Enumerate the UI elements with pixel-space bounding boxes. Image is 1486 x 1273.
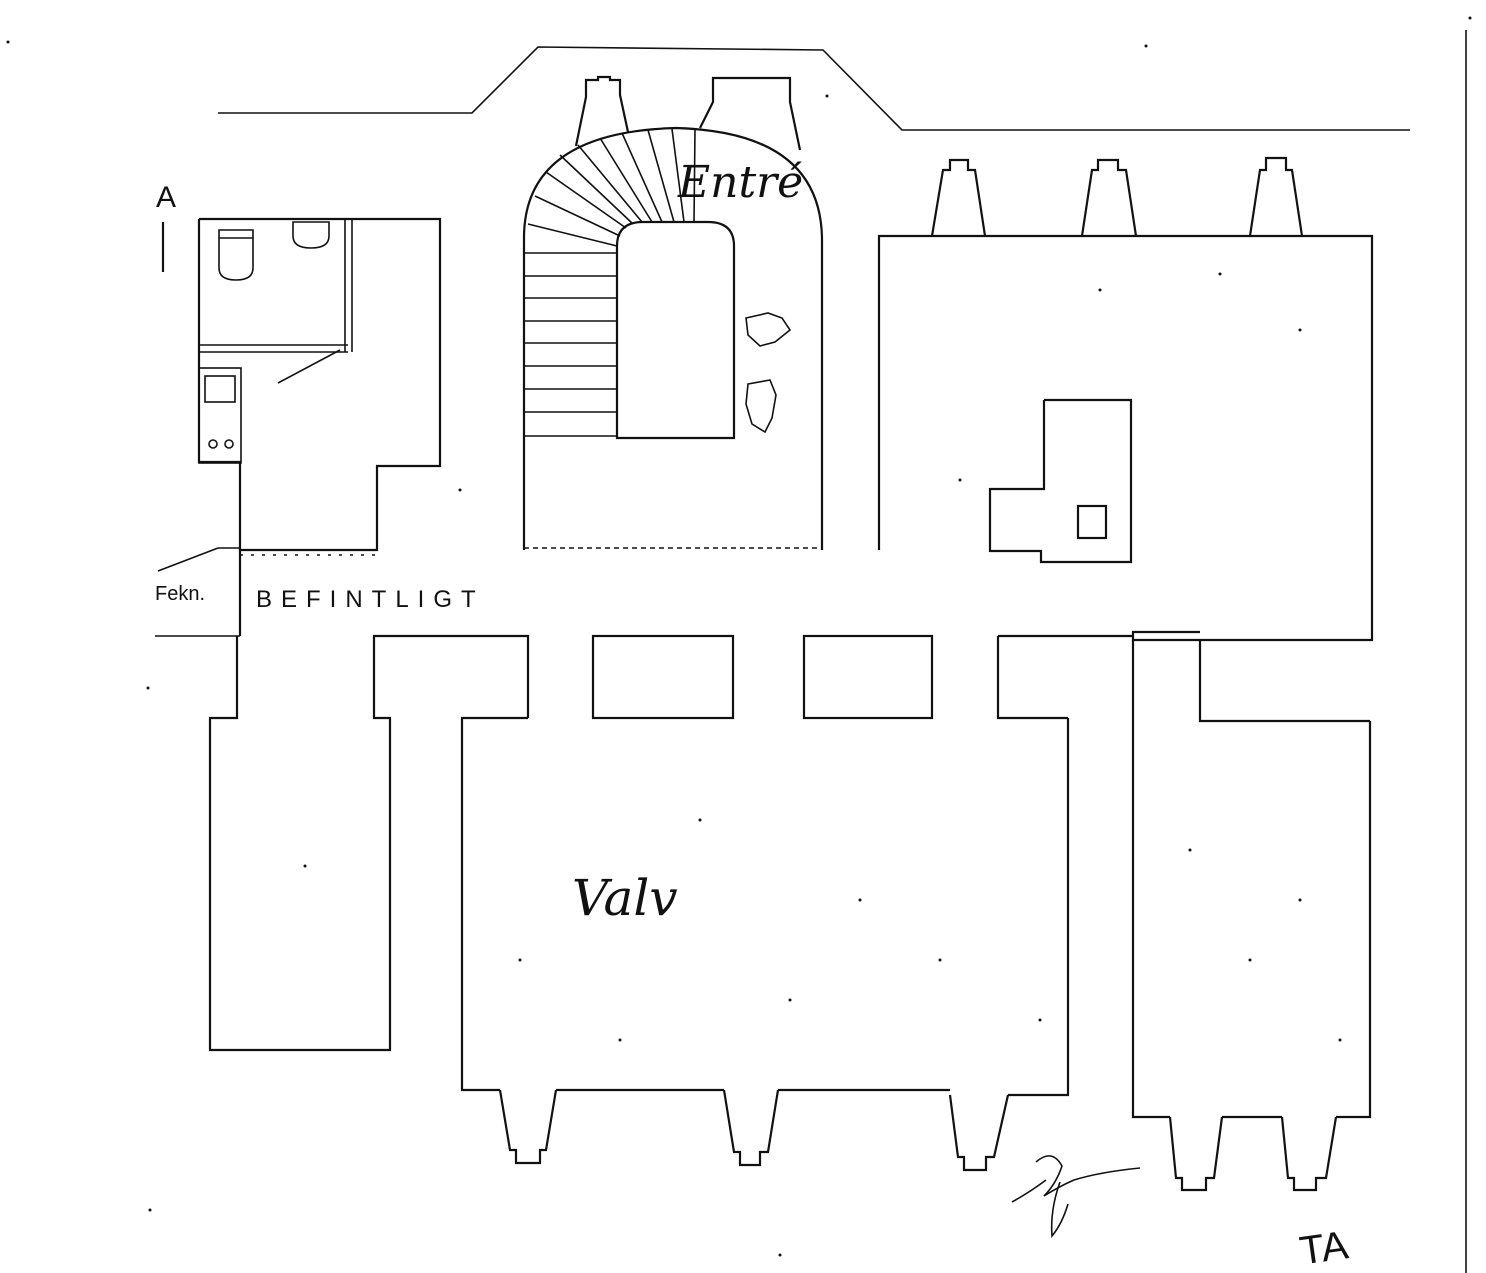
existing-label: BEFINTLIGT [256,586,485,613]
stove-icon [198,367,242,464]
vault-room [460,716,1070,1172]
street-outline [218,46,1410,131]
scan-specks [6,16,1472,1257]
stair-treads [524,128,696,437]
signature-scribble [1011,1155,1141,1239]
left-lower-block [208,634,530,1052]
right-upper-block [877,156,1374,642]
section-marker-label: A [156,181,176,214]
stairwell [522,75,824,550]
toilet-icon [218,229,254,281]
drawing-abbrev-label: Fekn. [155,583,205,605]
initials-mark: TA [1297,1223,1351,1273]
corridor [155,547,822,637]
vault-label: Valv [572,869,678,927]
bathroom-block [197,217,442,552]
entrance-label: Entré [677,157,803,208]
piers [591,634,1370,723]
right-lower-block [1131,640,1372,1192]
sink-icon [292,221,330,249]
